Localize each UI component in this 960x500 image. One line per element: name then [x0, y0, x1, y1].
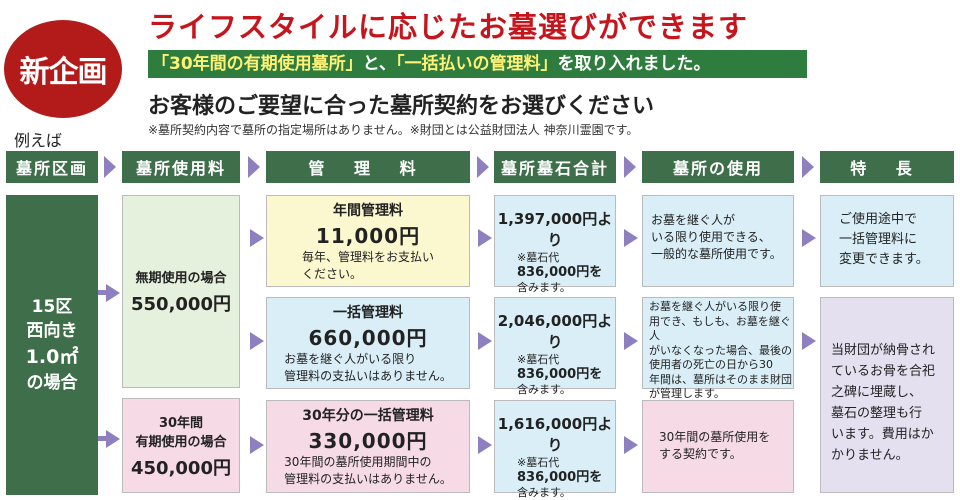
- total-lump-note: ※墓石代 836,000円を 含みます。: [517, 353, 603, 396]
- management-term-desc: 30年間の墓所使用期間中の 管理料の支払いはありません。: [284, 455, 452, 486]
- example-label: 例えば: [14, 131, 63, 150]
- arrow-bar: [98, 436, 108, 441]
- arrow-icon: [106, 284, 120, 302]
- banner-end: を取り入れました。: [557, 54, 711, 74]
- total-term-value: 1,616,000円より: [497, 415, 613, 454]
- usage-annual-text: お墓を継ぐ人が いる限り使用できる、 一般的な墓所使用です。: [651, 213, 782, 261]
- plot-orientation: 西向き: [26, 321, 78, 341]
- arrow-bar: [98, 290, 108, 295]
- usage-fee-term-value: 450,000円: [131, 457, 231, 479]
- usage-fee-term: 30年間 有期使用の場合 450,000円: [122, 398, 240, 493]
- management-annual-value: 11,000円: [315, 223, 421, 248]
- total-term-note: ※墓石代 836,000円を 含みます。: [517, 456, 603, 499]
- management-annual-title: 年間管理料: [333, 202, 403, 219]
- arrow-icon: [250, 332, 264, 350]
- usage-fee-term-label1: 30年間: [158, 415, 204, 431]
- feature-burial-text: 当財団が納骨され ているお骨を合祀 之碑に埋蔵し、 墓石の整理も行 います。費用…: [831, 343, 936, 463]
- header-arrow-icon: [248, 156, 260, 178]
- arrow-icon: [802, 229, 816, 247]
- feature-banner: 「30年間の有期使用墓所」と、「一括払いの管理料」を取り入れました。: [148, 50, 807, 78]
- usage-lump-text: お墓を継ぐ人がいる限り使 用でき、もしも、お墓を継ぐ人 がいなくなった場合、最後…: [649, 300, 792, 400]
- plot-suffix: の場合: [26, 373, 78, 393]
- total-lump: 2,046,000円より ※墓石代 836,000円を 含みます。: [494, 297, 616, 396]
- plot-description: 15区 西向き 1.0㎡ の場合: [6, 195, 98, 495]
- management-lump: 一括管理料 660,000円 お墓を継ぐ人がいる限り 管理料の支払いはありません…: [266, 297, 470, 389]
- management-lump-desc: お墓を継ぐ人がいる限り 管理料の支払いはありません。: [284, 351, 452, 383]
- arrow-icon: [478, 229, 492, 247]
- management-term-title: 30年分の一括管理料: [302, 408, 434, 424]
- arrow-icon: [802, 332, 816, 350]
- arrow-icon: [624, 332, 638, 350]
- total-term: 1,616,000円より ※墓石代 836,000円を 含みます。: [494, 400, 616, 499]
- header-usage-fee: 墓所使用料: [122, 151, 240, 183]
- banner-lump-fee: 「一括払いの管理料」: [396, 54, 558, 74]
- new-plan-seal: 新企画: [4, 20, 122, 118]
- header-plot: 墓所区画: [6, 151, 98, 183]
- total-annual-value: 1,397,000円より: [497, 210, 613, 249]
- arrow-icon: [624, 229, 638, 247]
- arrow-icon: [624, 436, 638, 454]
- arrow-icon: [478, 332, 492, 350]
- plot-area: 1.0㎡: [25, 346, 79, 368]
- page-title: ライフスタイルに応じたお墓選びができます: [148, 10, 749, 44]
- header-arrow-icon: [104, 156, 116, 178]
- plot-section: 15区: [31, 297, 73, 317]
- total-annual: 1,397,000円より ※墓石代 836,000円を 含みます。: [494, 195, 616, 294]
- usage-fee-permanent: 無期使用の場合 550,000円: [122, 195, 240, 388]
- header-features: 特 長: [820, 151, 954, 183]
- header-arrow-icon: [624, 156, 636, 178]
- arrow-icon: [106, 430, 120, 448]
- total-annual-note: ※墓石代 836,000円を 含みます。: [517, 251, 603, 294]
- banner-mid: と、: [362, 54, 396, 74]
- management-term: 30年分の一括管理料 330,000円 30年間の墓所使用期間中の 管理料の支払…: [266, 400, 470, 493]
- banner-term-plot: 「30年間の有期使用墓所」: [152, 54, 363, 74]
- usage-fee-permanent-label: 無期使用の場合: [135, 271, 227, 286]
- total-lump-value: 2,046,000円より: [497, 312, 613, 351]
- page-subtitle: お客様のご要望に合った墓所契約をお選びください: [148, 94, 655, 119]
- header-arrow-icon: [477, 156, 489, 178]
- management-lump-title: 一括管理料: [333, 304, 403, 321]
- feature-change-text: ご使用途中で 一括管理料に 変更できます。: [839, 212, 929, 267]
- management-annual: 年間管理料 11,000円 毎年、管理料をお支払い ください。: [266, 195, 470, 287]
- arrow-icon: [478, 436, 492, 454]
- usage-term: 30年間の墓所使用を する契約です。: [642, 400, 794, 493]
- usage-lump: お墓を継ぐ人がいる限り使 用でき、もしも、お墓を継ぐ人 がいなくなった場合、最後…: [642, 297, 794, 400]
- header-arrow-icon: [802, 156, 814, 178]
- arrow-icon: [250, 229, 264, 247]
- feature-change: ご使用途中で 一括管理料に 変更できます。: [820, 195, 954, 287]
- header-total: 墓所墓石合計: [494, 151, 616, 183]
- header-usage: 墓所の使用: [642, 151, 794, 183]
- management-lump-value: 660,000円: [308, 325, 428, 350]
- usage-fee-term-label2: 有期使用の場合: [135, 434, 227, 450]
- management-term-value: 330,000円: [308, 429, 428, 453]
- seal-label: 新企画: [19, 55, 108, 90]
- usage-term-text: 30年間の墓所使用を する契約です。: [659, 430, 771, 461]
- footnote: ※墓所契約内容で墓所の指定場所はありません。※財団とは公益財団法人 神奈川霊園で…: [148, 123, 639, 137]
- usage-annual: お墓を継ぐ人が いる限り使用できる、 一般的な墓所使用です。: [642, 195, 794, 287]
- arrow-icon: [250, 436, 264, 454]
- management-annual-desc: 毎年、管理料をお支払い ください。: [301, 249, 434, 281]
- feature-burial: 当財団が納骨され ているお骨を合祀 之碑に埋蔵し、 墓石の整理も行 います。費用…: [820, 297, 954, 493]
- header-management-fee: 管 理 料: [266, 151, 470, 183]
- usage-fee-permanent-value: 550,000円: [131, 294, 231, 315]
